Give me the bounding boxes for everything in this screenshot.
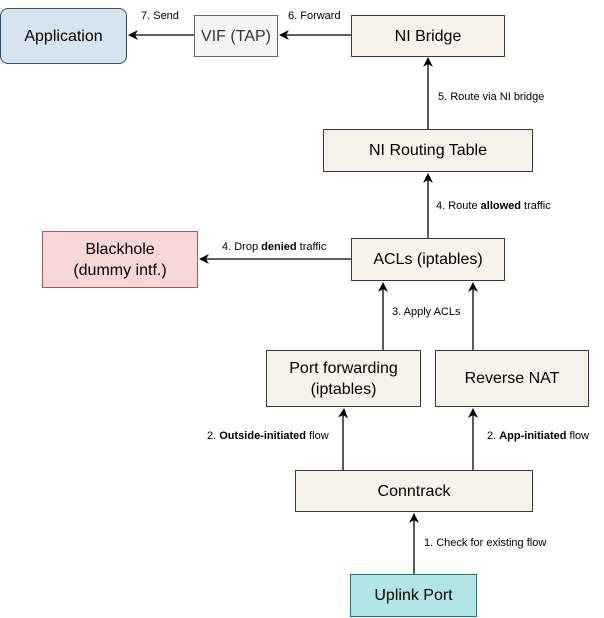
edge-label-3-apply-acls: 3. Apply ACLs bbox=[392, 306, 461, 318]
port-forwarding-label-line1: Port forwarding bbox=[289, 359, 398, 377]
arrow-conntrack-to-port-forwarding bbox=[338, 408, 348, 470]
edge-label-6-forward: 6. Forward bbox=[288, 10, 341, 22]
edge-label-7-send: 7. Send bbox=[141, 10, 179, 22]
port-forwarding-label-line2: (iptables) bbox=[310, 380, 377, 398]
blackhole-label-line1: Blackhole bbox=[85, 240, 155, 258]
edge-label-4-drop-denied: 4. Drop denied traffic bbox=[222, 241, 327, 253]
edge-label-1-check-flow: 1. Check for existing flow bbox=[424, 537, 547, 549]
uplink-port-label: Uplink Port bbox=[374, 587, 453, 604]
uplink-port-node: Uplink Port bbox=[350, 574, 477, 617]
edge-label-4-route-allowed: 4. Route allowed traffic bbox=[436, 200, 551, 212]
blackhole-label-line2: (dummy intf.) bbox=[73, 261, 167, 279]
ni-routing-table-label: NI Routing Table bbox=[369, 142, 487, 159]
ni-routing-table-node: NI Routing Table bbox=[323, 129, 533, 172]
edge-label-2-app-initiated: 2. App-initiated flow bbox=[487, 430, 590, 442]
acls-label: ACLs (iptables) bbox=[373, 251, 483, 268]
reverse-nat-label: Reverse NAT bbox=[464, 370, 560, 387]
port-forwarding-node: Port forwarding (iptables) bbox=[266, 350, 421, 407]
ni-bridge-node: NI Bridge bbox=[351, 15, 505, 57]
ni-bridge-label: NI Bridge bbox=[394, 27, 462, 45]
edge-label-5-route-via-bridge: 5. Route via NI bridge bbox=[438, 91, 545, 103]
blackhole-node: Blackhole (dummy intf.) bbox=[42, 231, 198, 288]
conntrack-label: Conntrack bbox=[377, 482, 451, 500]
edge-label-2-outside-initiated: 2. Outside-initiated flow bbox=[207, 430, 329, 442]
vif-tap-node: VIF (TAP) bbox=[194, 15, 278, 57]
reverse-nat-node: Reverse NAT bbox=[435, 350, 589, 407]
vif-tap-label: VIF (TAP) bbox=[201, 27, 271, 45]
application-label: Application bbox=[24, 27, 103, 45]
acls-node: ACLs (iptables) bbox=[351, 238, 505, 281]
conntrack-node: Conntrack bbox=[295, 470, 533, 512]
application-node: Application bbox=[0, 8, 127, 64]
